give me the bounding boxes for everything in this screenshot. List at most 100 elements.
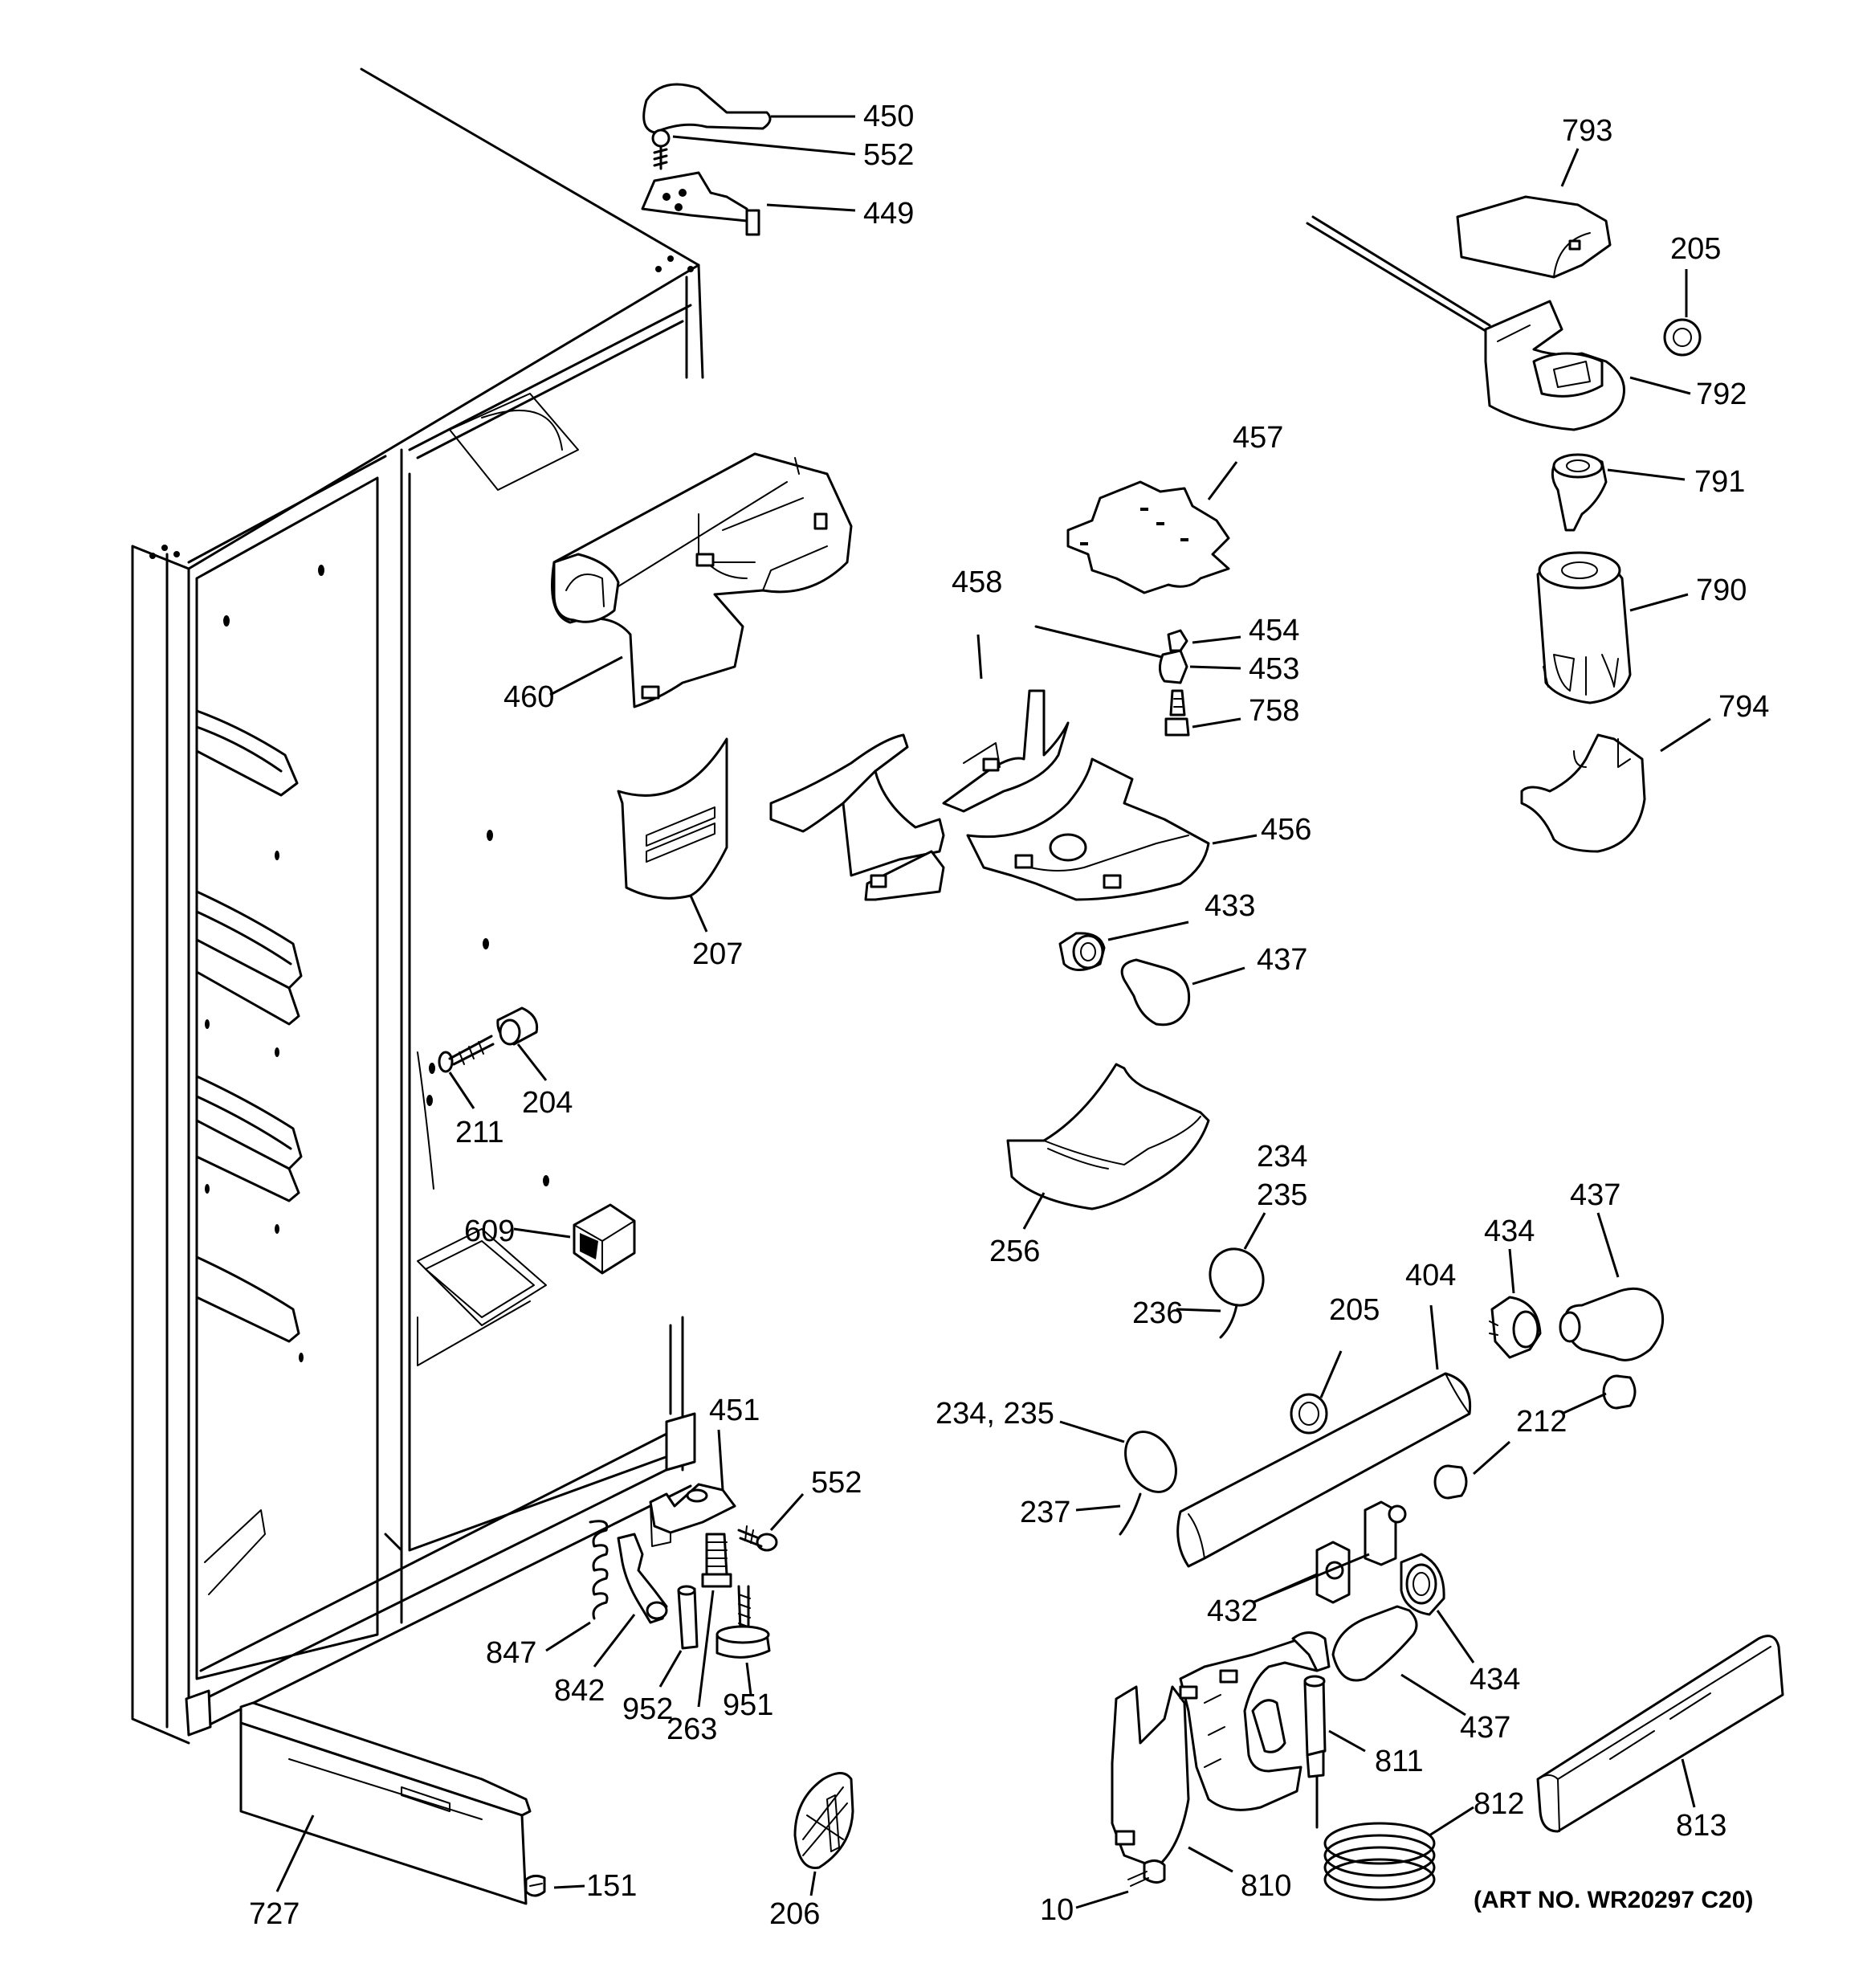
label-847: 847 xyxy=(486,1636,536,1670)
label-791: 791 xyxy=(1694,465,1745,499)
part-794-filter-cap xyxy=(1520,733,1646,853)
label-609: 609 xyxy=(464,1214,515,1248)
part-number-labels: 450 552 449 793 205 792 791 790 794 457 … xyxy=(249,100,1769,1931)
label-727: 727 xyxy=(249,1897,300,1931)
part-256-drip-tray xyxy=(1006,1063,1210,1210)
label-450: 450 xyxy=(863,100,914,133)
part-813-cover xyxy=(1536,1635,1784,1833)
part-404-light-shield xyxy=(1176,1372,1472,1568)
label-151: 151 xyxy=(586,1869,637,1903)
refrigerator-case xyxy=(131,67,704,1745)
label-810: 810 xyxy=(1241,1869,1291,1903)
part-263-stud xyxy=(701,1533,732,1588)
part-151-screw xyxy=(524,1874,546,1897)
part-552-screw xyxy=(651,129,671,170)
label-552-lower: 552 xyxy=(811,1466,862,1500)
label-434-top: 434 xyxy=(1484,1214,1535,1248)
label-205-lower: 205 xyxy=(1329,1293,1380,1327)
part-206-plug xyxy=(793,1772,854,1869)
label-460: 460 xyxy=(503,680,554,714)
label-437-upper: 437 xyxy=(1570,1178,1620,1212)
label-256: 256 xyxy=(989,1235,1040,1268)
part-811-tube xyxy=(1303,1675,1327,1778)
label-790: 790 xyxy=(1696,574,1747,607)
part-790-water-filter xyxy=(1536,551,1632,704)
label-212: 212 xyxy=(1516,1405,1567,1439)
label-437-top: 437 xyxy=(1257,943,1307,977)
part-458-chute xyxy=(769,689,1070,901)
part-449-hinge xyxy=(641,171,760,236)
part-207-duct-cover xyxy=(617,737,728,900)
label-437-lower: 437 xyxy=(1460,1711,1510,1745)
label-206: 206 xyxy=(769,1897,820,1931)
part-952-pin xyxy=(677,1585,699,1650)
label-792: 792 xyxy=(1696,378,1747,411)
label-404: 404 xyxy=(1405,1259,1456,1292)
label-237: 237 xyxy=(1020,1496,1070,1529)
part-205-grommet-upper xyxy=(1663,318,1702,357)
part-842-cam xyxy=(617,1533,668,1624)
label-434-lower: 434 xyxy=(1470,1663,1520,1696)
part-460-air-duct xyxy=(551,452,853,708)
part-847-spring xyxy=(589,1520,609,1620)
label-812: 812 xyxy=(1474,1787,1524,1821)
label-842: 842 xyxy=(554,1674,605,1708)
part-727-base-grille xyxy=(239,1701,532,1905)
part-793-filter-cover xyxy=(1456,195,1612,279)
label-10: 10 xyxy=(1040,1893,1074,1927)
part-951-leveler xyxy=(715,1585,771,1659)
label-952: 952 xyxy=(622,1692,673,1726)
part-434-socket-lower xyxy=(1400,1553,1445,1616)
part-456-dispenser-housing xyxy=(966,757,1210,901)
label-951: 951 xyxy=(723,1688,773,1722)
part-810-water-tank xyxy=(1111,1631,1331,1869)
part-791-filter-adapter xyxy=(1551,453,1608,532)
label-234: 234 xyxy=(1257,1140,1307,1174)
part-450-hinge-cover xyxy=(642,83,772,134)
part-437-bulb-lower xyxy=(1331,1605,1418,1682)
part-234-235-236-grille xyxy=(1209,1247,1265,1339)
label-793: 793 xyxy=(1562,114,1612,148)
part-552-screw-lower xyxy=(737,1525,778,1552)
part-434-socket-top xyxy=(1489,1296,1542,1359)
label-457: 457 xyxy=(1233,421,1283,455)
part-433-lamp-socket xyxy=(1058,932,1106,971)
label-433: 433 xyxy=(1205,889,1255,923)
label-453: 453 xyxy=(1249,652,1299,686)
label-794: 794 xyxy=(1718,690,1769,724)
part-437-bulb-upper xyxy=(1559,1287,1665,1361)
label-458: 458 xyxy=(952,565,1002,599)
label-811: 811 xyxy=(1375,1745,1424,1778)
label-236: 236 xyxy=(1132,1296,1183,1330)
part-451-bottom-hinge xyxy=(649,1483,736,1547)
part-205-grommet-lower xyxy=(1290,1393,1328,1435)
label-204: 204 xyxy=(522,1086,573,1120)
part-432-switch-left xyxy=(1315,1500,1407,1604)
label-235: 235 xyxy=(1257,1178,1307,1212)
part-10-screw xyxy=(1127,1859,1166,1887)
part-609-switch xyxy=(573,1203,636,1275)
label-432: 432 xyxy=(1207,1594,1258,1628)
part-812-coil xyxy=(1315,1775,1436,1901)
part-437-bulb-top xyxy=(1120,958,1191,1027)
label-211: 211 xyxy=(455,1116,504,1149)
label-234-235: 234, 235 xyxy=(936,1397,1054,1431)
label-207: 207 xyxy=(692,937,743,971)
label-449: 449 xyxy=(863,197,914,231)
label-456: 456 xyxy=(1261,813,1311,847)
label-758: 758 xyxy=(1249,694,1299,728)
label-205: 205 xyxy=(1670,232,1721,266)
label-813: 813 xyxy=(1676,1809,1726,1843)
art-number: (ART NO. WR20297 C20) xyxy=(1474,1887,1753,1913)
part-212-bushing xyxy=(1433,1374,1637,1500)
label-263: 263 xyxy=(667,1712,717,1746)
part-454-453-758-valve-parts xyxy=(1034,625,1190,737)
label-454: 454 xyxy=(1249,614,1299,647)
part-792-filter-head xyxy=(1306,215,1625,431)
part-211-screw xyxy=(438,1035,495,1073)
part-237-grille xyxy=(1119,1431,1177,1536)
label-451: 451 xyxy=(709,1394,760,1427)
part-204-spacer xyxy=(496,1006,539,1046)
part-457-cover-plate xyxy=(1066,480,1230,594)
